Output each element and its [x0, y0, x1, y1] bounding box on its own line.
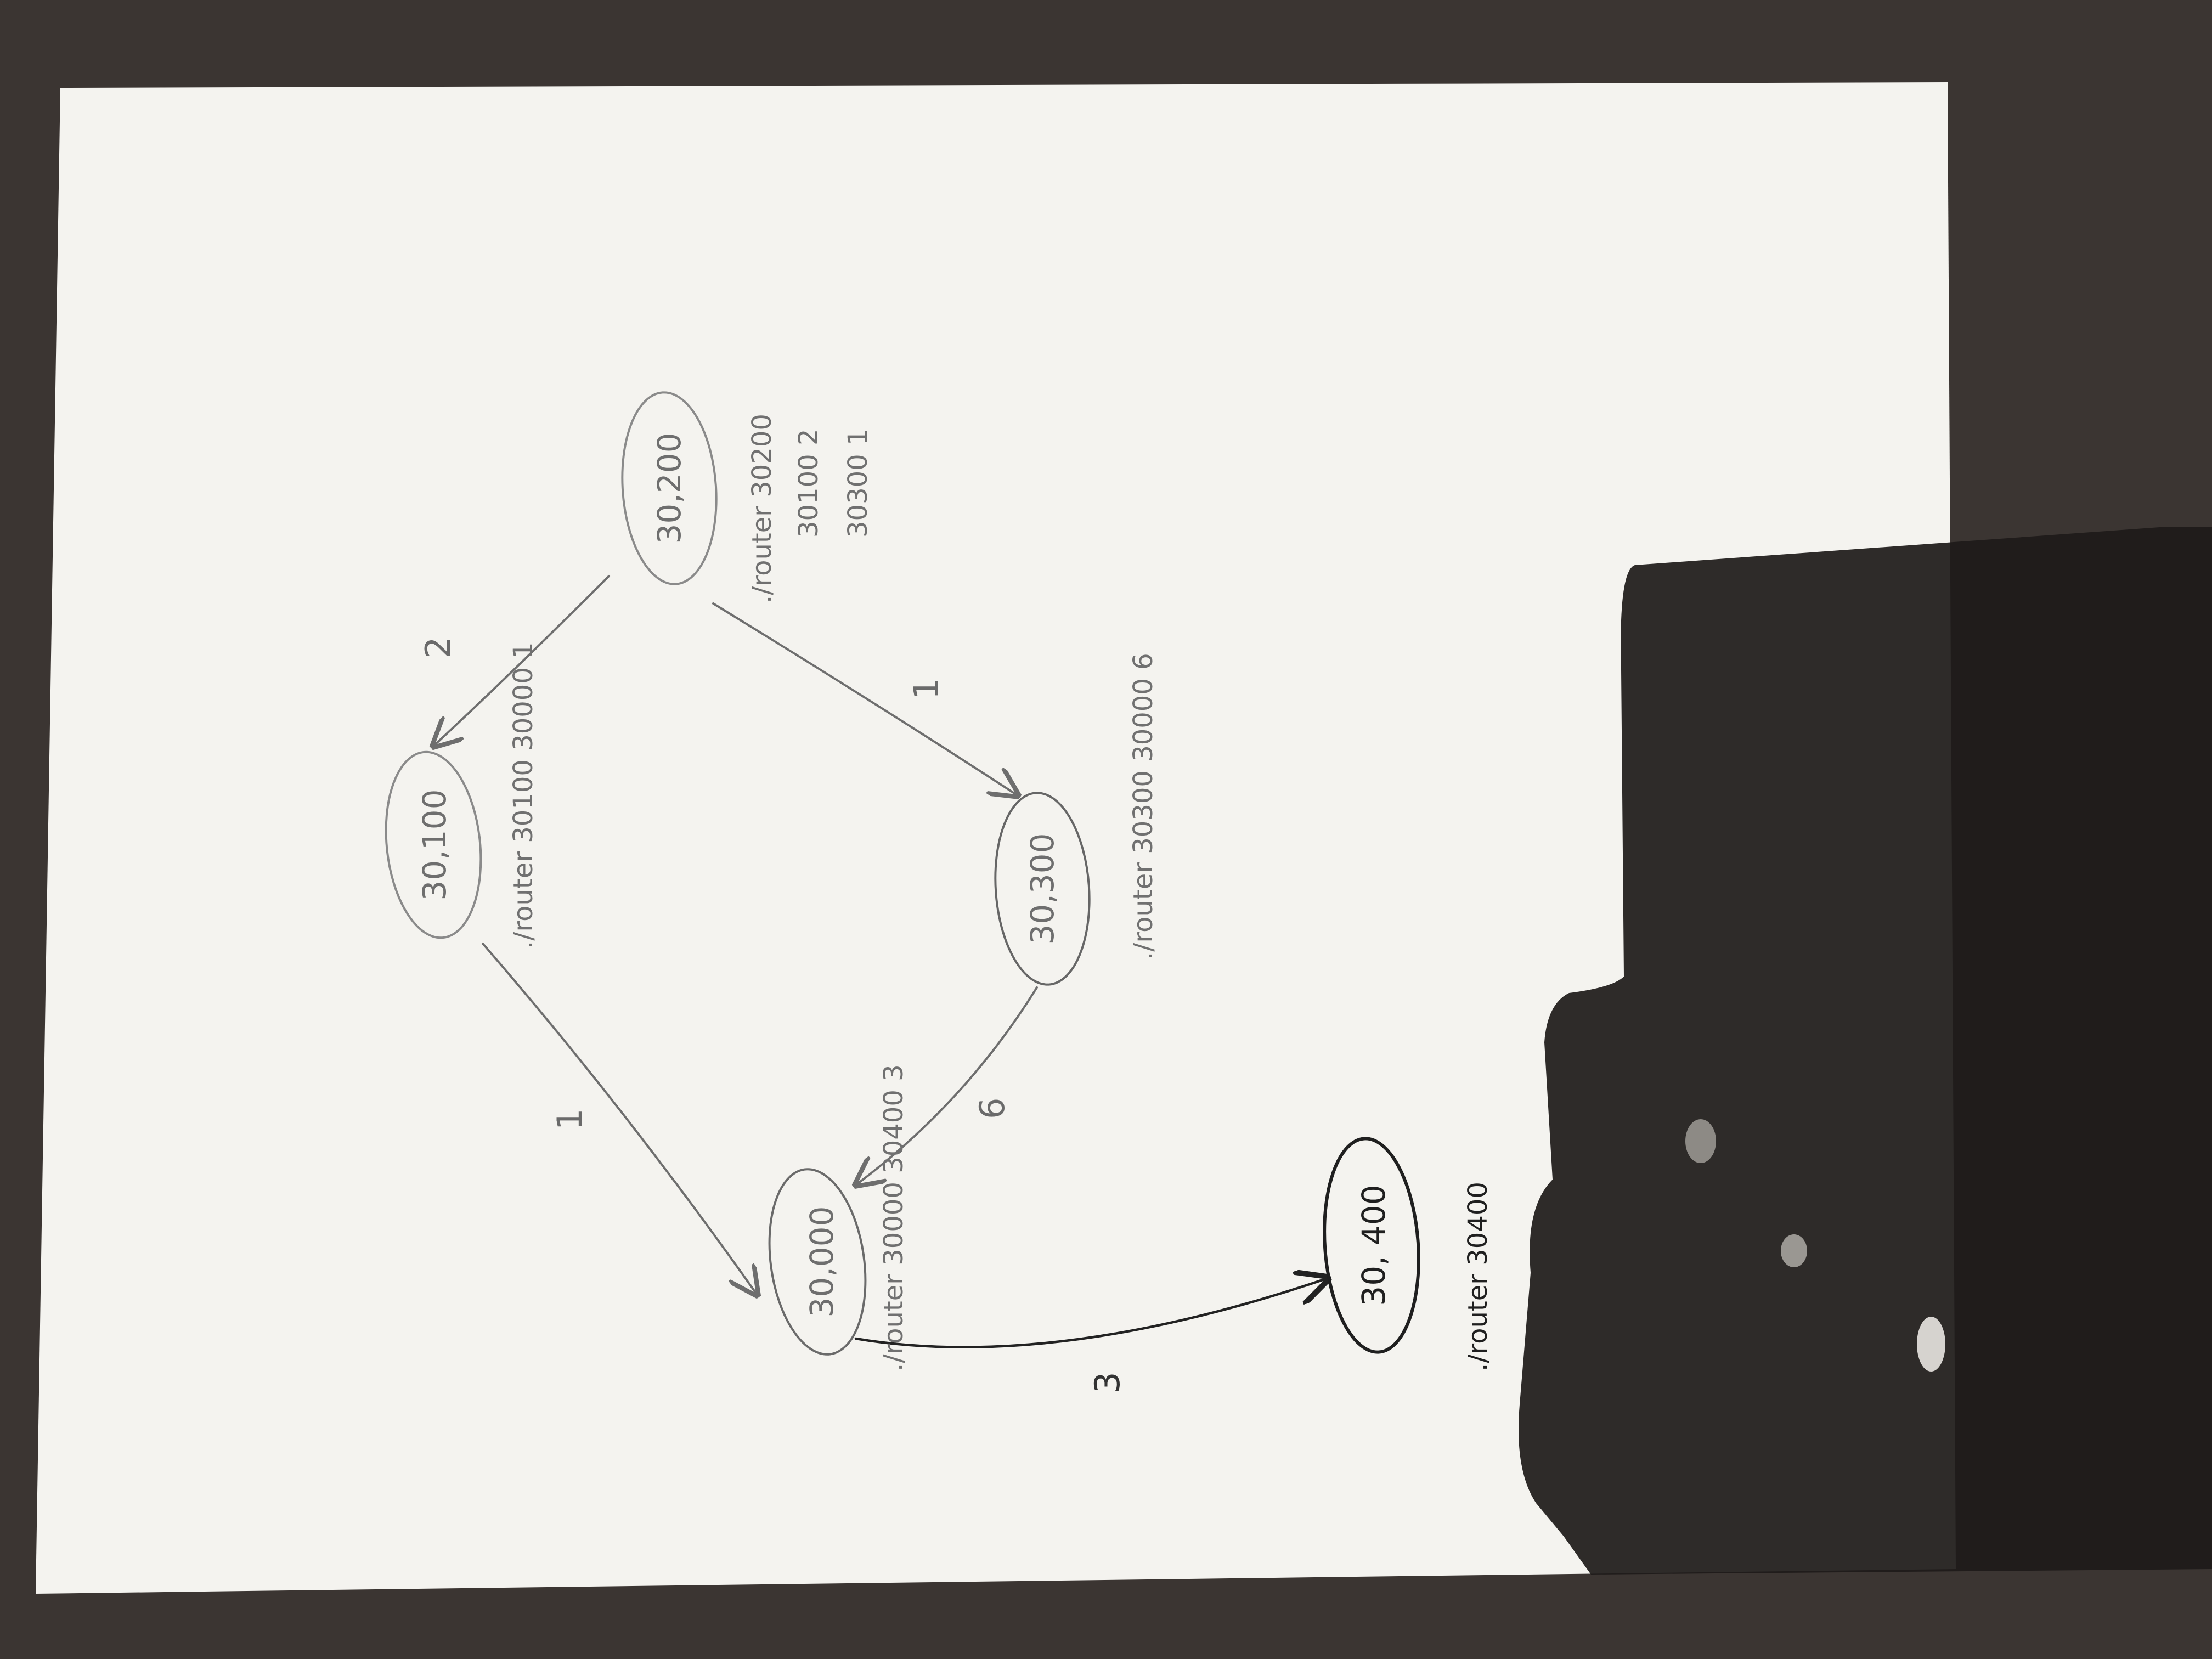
edge-30000-to-30400: [854, 1278, 1328, 1348]
edge-weight: 6: [972, 1098, 1012, 1119]
node-label: 30,100: [416, 789, 453, 901]
edge-weight: 1: [906, 678, 946, 699]
paper-sheet: [36, 82, 1956, 1594]
node-30300: 30,300: [994, 792, 1091, 986]
command-30200: ./router 30200 30100 2 30300 1: [747, 414, 873, 603]
node-30200: 30,200: [621, 391, 718, 585]
command-30000: ./router 30000 30400 3: [878, 1064, 909, 1372]
node-30100: 30,100: [385, 751, 482, 939]
edge-weight: 1: [550, 1109, 590, 1130]
svg-text:30100 2: 30100 2: [793, 429, 824, 538]
shadow-highlight: [1781, 1234, 1807, 1267]
edge-30100-to-30000: [482, 943, 757, 1295]
edge-30200-to-30100: [433, 575, 610, 746]
svg-text:./router 30200: ./router 30200: [747, 414, 777, 603]
command-30300: ./router 30300 30000 6: [1128, 653, 1159, 960]
shadow-highlight: [1917, 1317, 1945, 1372]
node-label: 30,300: [1024, 833, 1061, 945]
node-label: 30,200: [651, 433, 688, 544]
hand-shadow: [1519, 527, 2212, 1575]
node-label: 30, 400: [1355, 1184, 1392, 1306]
node-label: 30,000: [803, 1206, 840, 1318]
edge-30300-to-30000: [856, 986, 1038, 1185]
node-30400: 30, 400: [1323, 1137, 1420, 1354]
edge-30200-to-30300: [712, 602, 1018, 795]
command-30400: ./router 30400: [1463, 1182, 1493, 1372]
svg-text:30300 1: 30300 1: [843, 429, 873, 538]
shadow-highlight: [1685, 1119, 1716, 1163]
command-30100: ./router 30100 30000 1: [508, 642, 539, 949]
edge-weight: 3: [1087, 1372, 1127, 1393]
node-30000: 30,000: [768, 1168, 867, 1356]
edge-weight: 2: [418, 637, 458, 658]
